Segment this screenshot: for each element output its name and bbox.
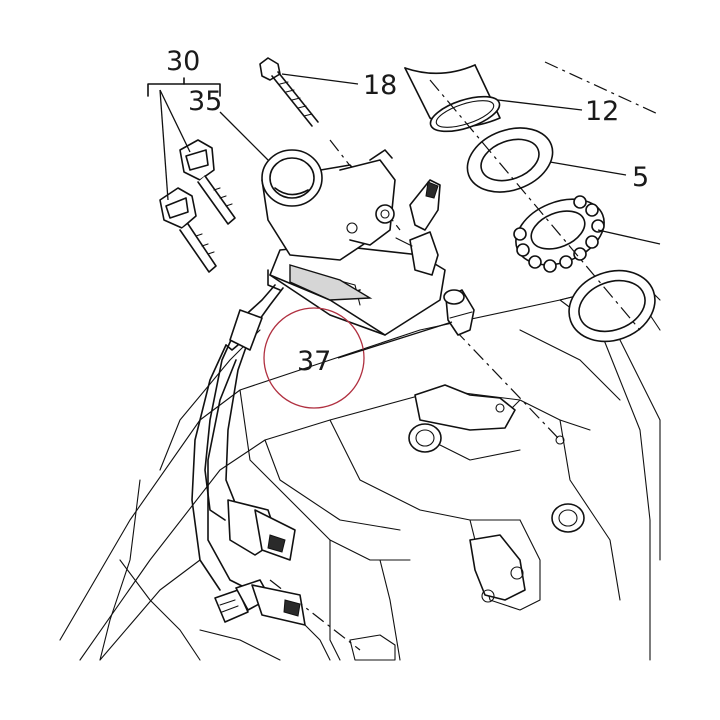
callout-labels: 30 35 18 12 5 37 xyxy=(166,46,649,377)
keys-30 xyxy=(147,77,236,273)
callout-18: 18 xyxy=(363,70,397,101)
callout-35: 35 xyxy=(188,86,222,117)
ignition-switch-assembly xyxy=(261,149,446,336)
callout-37: 37 xyxy=(297,346,331,377)
bearing-balls xyxy=(513,195,605,273)
wiring-harness xyxy=(191,284,306,626)
callout-5: 5 xyxy=(632,162,649,193)
callout-12: 12 xyxy=(585,96,619,127)
steering-head-parts xyxy=(404,64,656,343)
cap-37 xyxy=(443,289,475,336)
leader-lines xyxy=(219,73,661,359)
highlight-circle xyxy=(263,307,365,409)
callout-30: 30 xyxy=(166,46,200,77)
bolt-18 xyxy=(259,57,319,127)
